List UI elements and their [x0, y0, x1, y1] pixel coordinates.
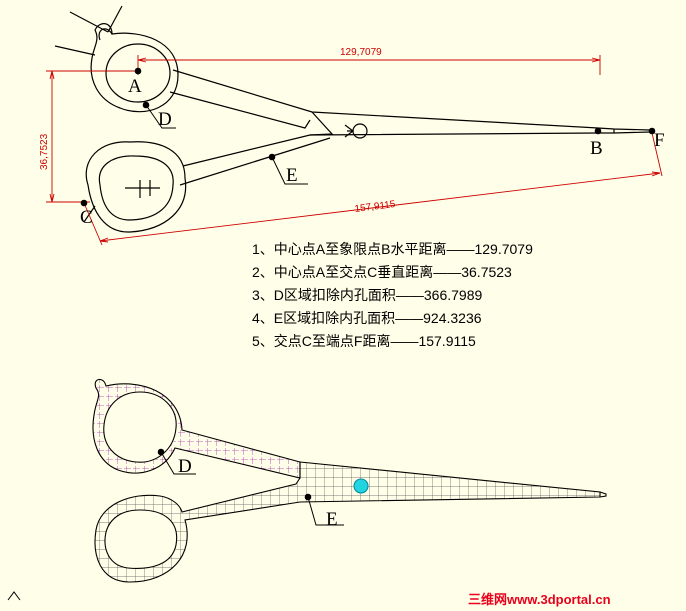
- points: [80, 67, 656, 207]
- leader-d: [145, 104, 176, 129]
- bottom-label-d: D: [178, 456, 192, 477]
- tip: [597, 127, 651, 134]
- lower-arm: [182, 132, 599, 167]
- region-e: [94, 461, 601, 583]
- ring-cross: [125, 180, 160, 198]
- upper-ring-inner: [105, 43, 171, 103]
- note-4: 4、E区域扣除内孔面积——924.3236: [252, 310, 482, 326]
- label-c: C: [80, 207, 93, 228]
- vertical-dim-line: [46, 70, 140, 203]
- label-f: F: [654, 130, 665, 151]
- slant-dim-arrows: [99, 171, 661, 243]
- note-2: 2、中心点A至交点C垂直距离——36.7523: [252, 264, 512, 280]
- lower-ring-inner: [98, 155, 174, 221]
- horizontal-dim-value: 129,7079: [340, 47, 382, 58]
- region-d: [92, 378, 301, 479]
- bottom-tip: [599, 491, 607, 498]
- vertical-dim-arrows: [49, 70, 55, 203]
- point-a: [134, 67, 142, 75]
- pivot-marker: [353, 478, 369, 494]
- label-a: A: [128, 76, 142, 97]
- upper-clip-lines: [54, 5, 123, 56]
- lower-clip-lines: [83, 205, 96, 223]
- bottom-leader-e: [307, 496, 344, 526]
- bottom-leader-d: [160, 451, 196, 475]
- ucs-icon: [7, 591, 21, 601]
- slant-dim-line: [83, 132, 663, 246]
- slant-dim-value: 157,9115: [354, 199, 396, 215]
- upper-arm: [172, 69, 599, 129]
- label-b: B: [590, 138, 603, 159]
- horizontal-dim-line: [137, 55, 601, 75]
- vertical-dim-value: 36,7523: [39, 133, 50, 170]
- top-scissors: [54, 5, 651, 233]
- point-c: [80, 199, 88, 207]
- point-b: [594, 127, 602, 135]
- blade-cross: [309, 111, 334, 136]
- label-e: E: [286, 165, 298, 186]
- upper-arm-inner: [169, 91, 311, 129]
- note-3: 3、D区域扣除内孔面积——366.7989: [252, 287, 483, 303]
- watermark: 三维网www.3dportal.cn: [468, 592, 611, 607]
- pivot-ticks: [344, 124, 354, 138]
- bottom-points: [157, 448, 344, 526]
- bottom-label-e: E: [326, 509, 338, 530]
- pivot-screw: [352, 123, 368, 139]
- lower-ring-outer: [85, 141, 187, 233]
- upper-ring-outer: [90, 23, 179, 113]
- point-f: [648, 127, 656, 135]
- horizontal-dim-arrows: [137, 57, 601, 63]
- note-1: 1、中心点A至象限点B水平距离——129.7079: [252, 241, 533, 257]
- label-d: D: [158, 109, 172, 130]
- lower-arm-inner: [179, 137, 331, 186]
- note-5: 5、交点C至端点F距离——157.9115: [252, 333, 476, 349]
- bottom-scissors: [92, 378, 607, 583]
- notes-list: 1、中心点A至象限点B水平距离——129.7079 2、中心点A至交点C垂直距离…: [252, 241, 533, 349]
- leader-e: [271, 156, 308, 185]
